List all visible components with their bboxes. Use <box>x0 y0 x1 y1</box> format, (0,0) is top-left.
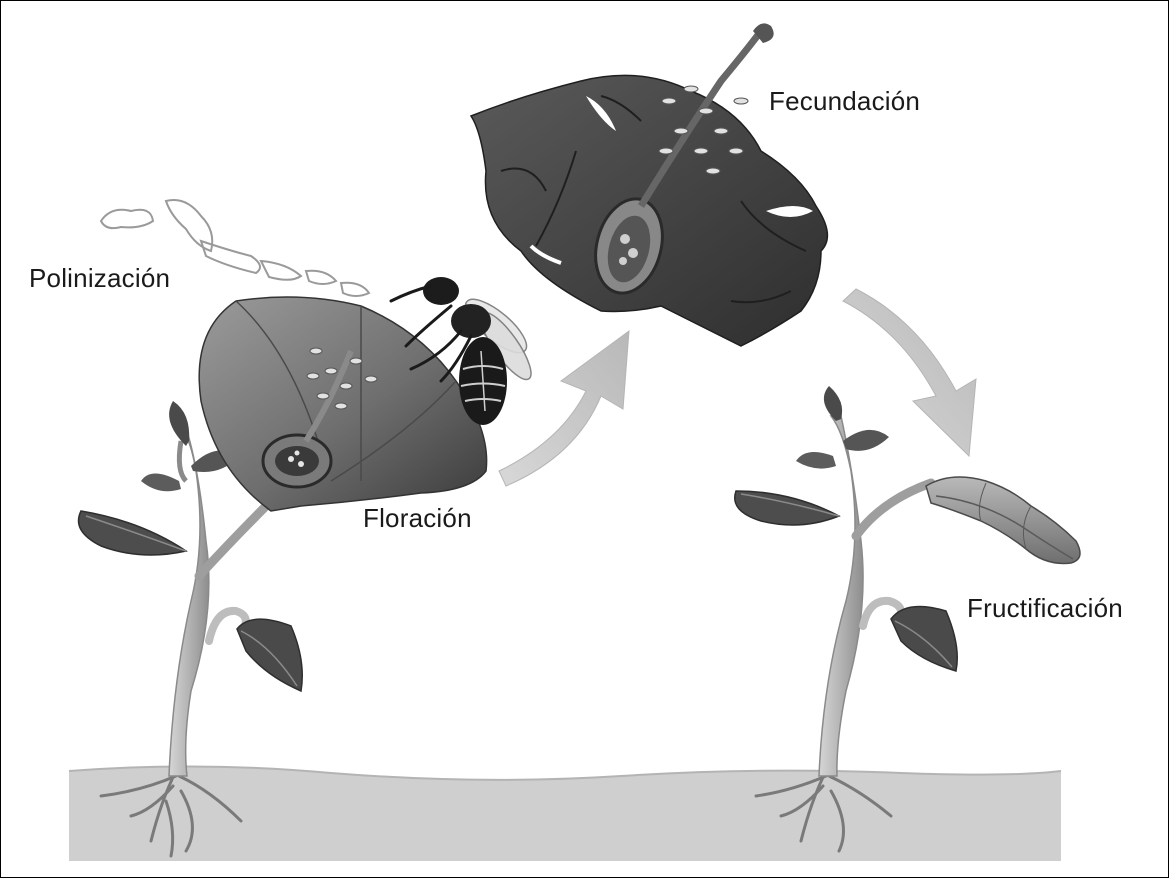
stage-label-polinizacion: Polinización <box>29 263 170 294</box>
stage-label-fructificacion: Fructificación <box>967 593 1123 624</box>
ground <box>69 766 1061 861</box>
bean-pod <box>926 477 1080 563</box>
stage-label-floracion: Floración <box>363 503 472 534</box>
right-plant-stem <box>819 416 863 776</box>
left-plant-leaf-left <box>79 511 187 555</box>
stage-label-fecundacion: Fecundación <box>769 86 920 117</box>
left-flower <box>199 297 486 511</box>
top-flower <box>471 23 827 346</box>
left-plant-leaf-top <box>169 401 189 446</box>
